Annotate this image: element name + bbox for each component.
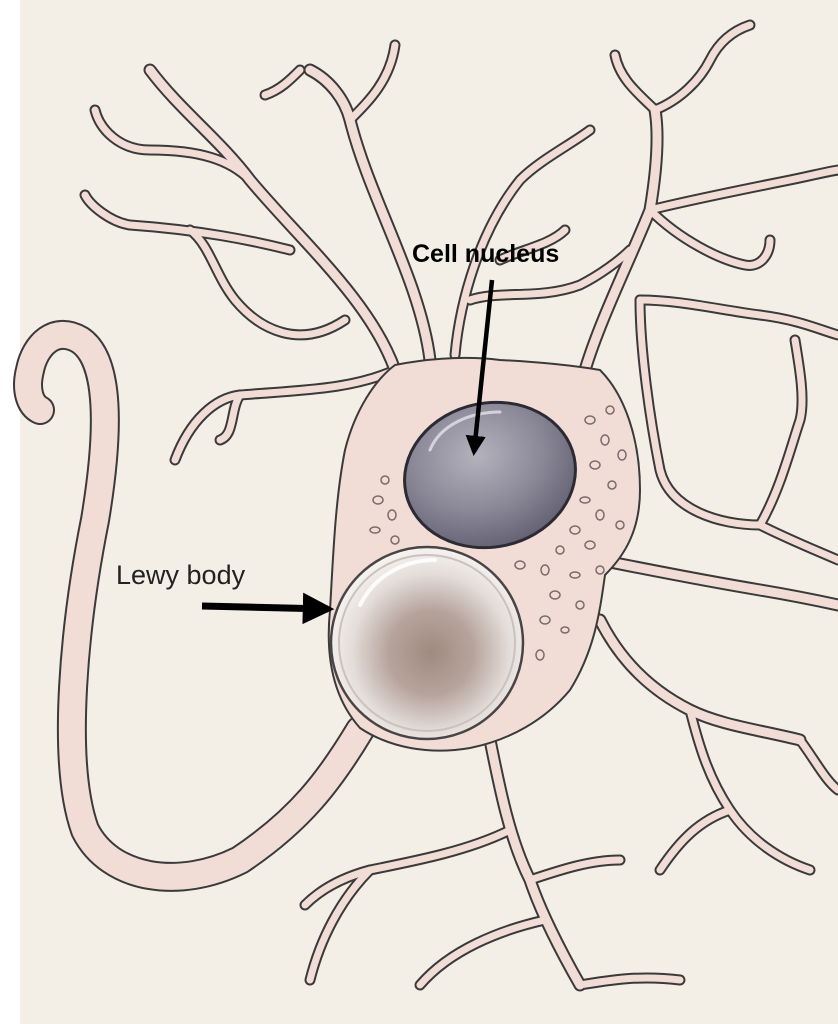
cell-nucleus-label: Cell nucleus — [412, 240, 559, 268]
lewy-body-shape — [331, 547, 523, 739]
lewy-body-label: Lewy body — [116, 560, 246, 590]
lewy-body-arrow — [202, 606, 328, 609]
